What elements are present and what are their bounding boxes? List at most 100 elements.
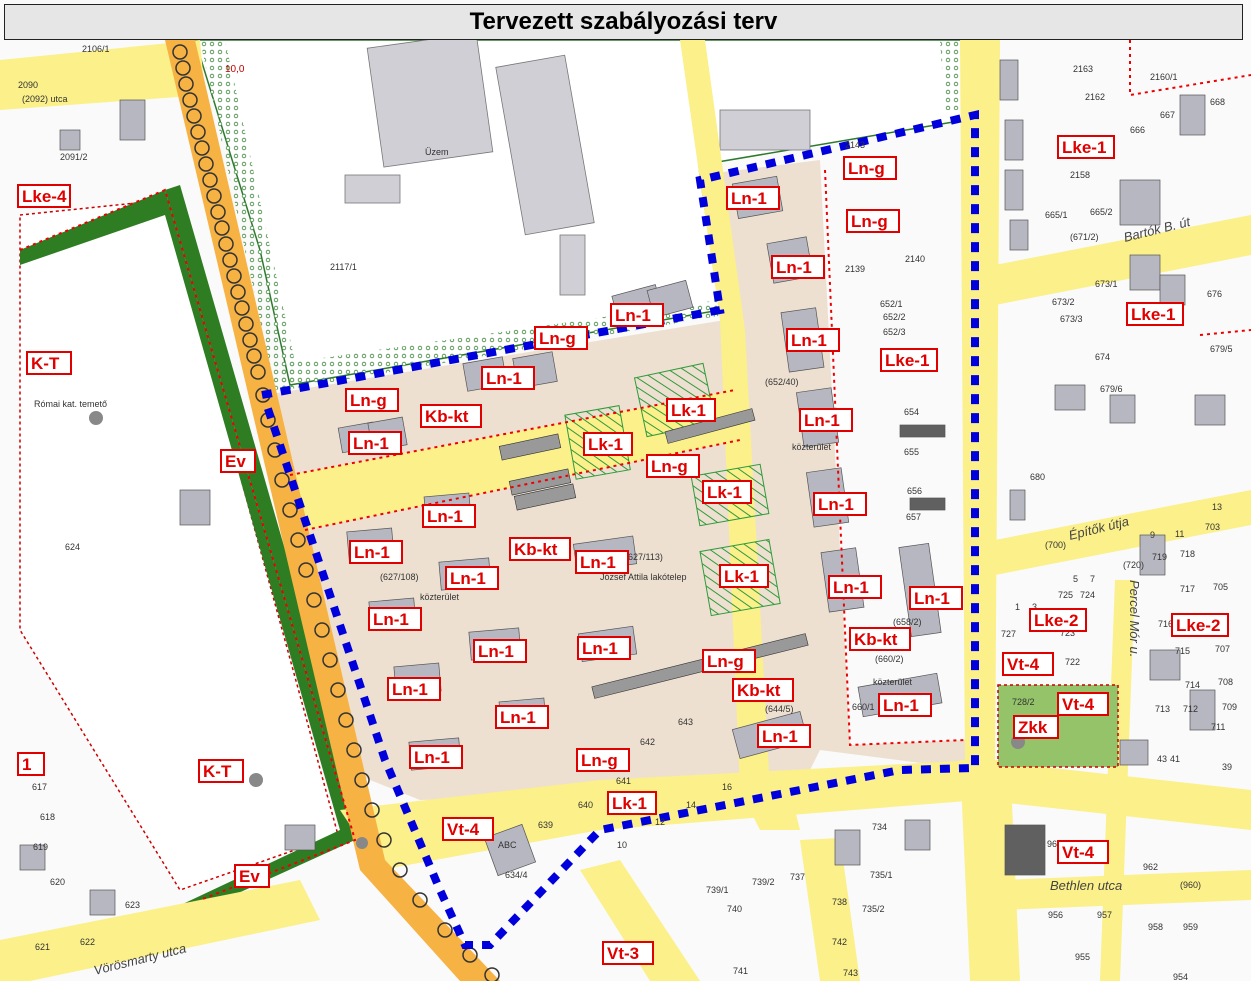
parcel-label: 714 bbox=[1185, 680, 1200, 690]
parcel-label: 668 bbox=[1210, 97, 1225, 107]
svg-text:Ln-g: Ln-g bbox=[651, 457, 688, 476]
svg-text:Vt-4: Vt-4 bbox=[1007, 655, 1040, 674]
zone-lng[interactable]: Ln-g bbox=[534, 326, 588, 350]
zone-ln1[interactable]: Ln-1 bbox=[771, 255, 825, 279]
parcel-label: 740 bbox=[727, 904, 742, 914]
settlement-label: József Attila lakótelep bbox=[600, 572, 687, 582]
zone-ln1[interactable]: Ln-1 bbox=[422, 504, 476, 528]
zone-ln1[interactable]: Ln-1 bbox=[409, 745, 463, 769]
zone-lng[interactable]: Ln-g bbox=[576, 748, 630, 772]
zone-lng[interactable]: Ln-g bbox=[843, 156, 897, 180]
zone-lk1[interactable]: Lk-1 bbox=[583, 432, 633, 456]
zone-kbkt[interactable]: Kb-kt bbox=[849, 627, 911, 651]
map-title-bar: Tervezett szabályozási terv bbox=[4, 4, 1243, 40]
zone-lng[interactable]: Ln-g bbox=[702, 649, 756, 673]
zone-ev[interactable]: Ev bbox=[234, 864, 270, 888]
zone-lke2[interactable]: Lke-2 bbox=[1171, 613, 1229, 637]
parcel-label: 707 bbox=[1215, 644, 1230, 654]
zone-lng[interactable]: Ln-g bbox=[345, 388, 399, 412]
zone-ln1[interactable]: Ln-1 bbox=[577, 636, 631, 660]
factory-building bbox=[366, 32, 494, 168]
zone-kt[interactable]: K-T bbox=[26, 351, 72, 375]
zone-lke1[interactable]: Lke-1 bbox=[880, 348, 938, 372]
parcel-label: 718 bbox=[1180, 549, 1195, 559]
svg-text:Ln-g: Ln-g bbox=[539, 329, 576, 348]
parcel-label: (644/5) bbox=[765, 704, 794, 714]
zone-vt3[interactable]: Vt-3 bbox=[602, 941, 654, 965]
map-title: Tervezett szabályozási terv bbox=[469, 8, 778, 35]
zone-kbkt[interactable]: Kb-kt bbox=[509, 537, 571, 561]
zone-ln1[interactable]: Ln-1 bbox=[473, 639, 527, 663]
parcel-label: 705 bbox=[1213, 582, 1228, 592]
zone-lk1[interactable]: Lk-1 bbox=[666, 398, 716, 422]
parcel-label: 652/3 bbox=[883, 327, 906, 337]
svg-text:Ln-g: Ln-g bbox=[350, 391, 387, 410]
zone-lk1[interactable]: Lk-1 bbox=[702, 480, 752, 504]
zone-kbkt[interactable]: Kb-kt bbox=[420, 404, 482, 428]
parcel-label: 956 bbox=[1048, 910, 1063, 920]
zone-ln1[interactable]: Ln-1 bbox=[878, 693, 932, 717]
parcel-label: 14 bbox=[686, 800, 696, 810]
parcel-label: 735/2 bbox=[862, 904, 885, 914]
parcel-label: 657 bbox=[906, 512, 921, 522]
zone-ln1[interactable]: Ln-1 bbox=[575, 550, 629, 574]
parcel-label: 735/1 bbox=[870, 870, 893, 880]
parcel-label: 2139 bbox=[845, 264, 865, 274]
zone-ln1[interactable]: Ln-1 bbox=[786, 328, 840, 352]
zone-ln1[interactable]: Ln-1 bbox=[813, 492, 867, 516]
zone-ln1[interactable]: Ln-1 bbox=[387, 677, 441, 701]
zone-ln1[interactable]: Ln-1 bbox=[481, 366, 535, 390]
svg-text:Ln-1: Ln-1 bbox=[354, 543, 390, 562]
road-diagonal bbox=[580, 860, 700, 981]
svg-text:Lk-1: Lk-1 bbox=[671, 401, 706, 420]
zone-ln1[interactable]: Ln-1 bbox=[349, 540, 403, 564]
zone-lke4[interactable]: Lke-4 bbox=[17, 184, 71, 208]
parcel-label: 621 bbox=[35, 942, 50, 952]
zone-ln1[interactable]: Ln-1 bbox=[445, 566, 499, 590]
zone-zkk[interactable]: Zkk bbox=[1013, 715, 1059, 739]
parcel-label: 954 bbox=[1173, 972, 1188, 981]
svg-text:Kb-kt: Kb-kt bbox=[425, 407, 469, 426]
zone-vt4[interactable]: Vt-4 bbox=[1057, 692, 1109, 716]
zone-lke1[interactable]: Lke-1 bbox=[1057, 135, 1115, 159]
zone-ln1[interactable]: Ln-1 bbox=[828, 575, 882, 599]
parcel-label: 719 bbox=[1152, 552, 1167, 562]
zone-lk1[interactable]: Lk-1 bbox=[607, 791, 657, 815]
zone-lng[interactable]: Ln-g bbox=[646, 454, 700, 478]
road-south bbox=[960, 760, 1020, 981]
parcel-label: 734 bbox=[872, 822, 887, 832]
parcel-label: 640 bbox=[578, 800, 593, 810]
parcel-label: 3 bbox=[1032, 602, 1037, 612]
zone-kbkt[interactable]: Kb-kt bbox=[732, 678, 794, 702]
parcel-label: 617 bbox=[32, 782, 47, 792]
svg-text:Ln-1: Ln-1 bbox=[450, 569, 486, 588]
zone-ln1[interactable]: Ln-1 bbox=[909, 586, 963, 610]
zone-ln1[interactable]: Ln-1 bbox=[368, 607, 422, 631]
zone-ln1-edge[interactable]: 1 bbox=[17, 752, 45, 776]
parcel-label: 2106/1 bbox=[82, 44, 110, 54]
svg-text:Ln-1: Ln-1 bbox=[486, 369, 522, 388]
zone-lk1[interactable]: Lk-1 bbox=[719, 564, 769, 588]
zone-lke2[interactable]: Lke-2 bbox=[1029, 608, 1087, 632]
zone-vt4[interactable]: Vt-4 bbox=[442, 817, 494, 841]
zone-kt[interactable]: K-T bbox=[198, 759, 244, 783]
zone-ln1[interactable]: Ln-1 bbox=[799, 408, 853, 432]
zone-lng[interactable]: Ln-g bbox=[846, 209, 900, 233]
svg-text:Lke-2: Lke-2 bbox=[1176, 616, 1220, 635]
zone-ln1[interactable]: Ln-1 bbox=[495, 705, 549, 729]
zone-ln1[interactable]: Ln-1 bbox=[726, 186, 780, 210]
zone-lke1[interactable]: Lke-1 bbox=[1126, 302, 1184, 326]
svg-text:Lke-1: Lke-1 bbox=[1131, 305, 1175, 324]
zone-ln1[interactable]: Ln-1 bbox=[348, 431, 402, 455]
parcel-label: (960) bbox=[1180, 880, 1201, 890]
parcel-label: 722 bbox=[1065, 657, 1080, 667]
zone-vt4[interactable]: Vt-4 bbox=[1057, 840, 1109, 864]
parcel-label: 711 bbox=[1211, 722, 1225, 732]
zone-ev[interactable]: Ev bbox=[220, 449, 256, 473]
zone-vt4[interactable]: Vt-4 bbox=[1002, 652, 1054, 676]
zone-ln1[interactable]: Ln-1 bbox=[757, 724, 811, 748]
parcel-label: 739/2 bbox=[752, 877, 775, 887]
zone-ln1[interactable]: Ln-1 bbox=[610, 303, 664, 327]
parcel-label: 2140 bbox=[905, 254, 925, 264]
